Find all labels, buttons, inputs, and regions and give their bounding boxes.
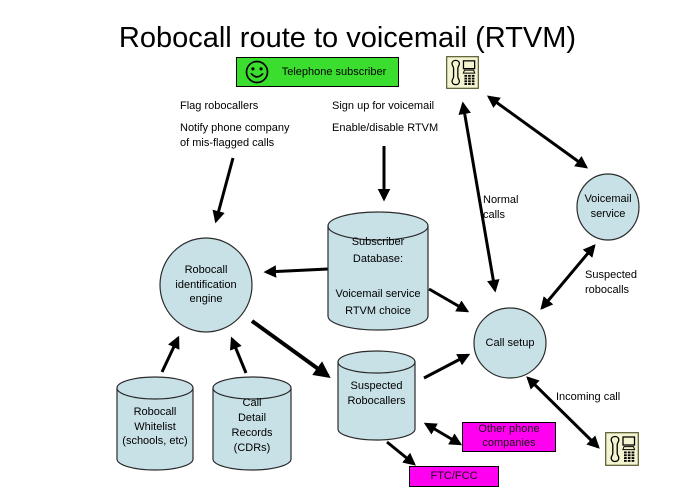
arrow-incoming-call — [526, 376, 600, 449]
telephone-subscriber-box: Telephone subscriber — [236, 57, 399, 87]
notify-phone-company-label: Notify phone company of mis-flagged call… — [180, 122, 290, 149]
ftc-fcc-box: FTC/FCC — [409, 466, 499, 487]
arrow-whitelist-to-engine — [160, 335, 180, 373]
arrow-suspected-robocallers-to-call-setup — [423, 353, 471, 380]
arrow-call-setup-to-voicemail-service — [540, 244, 596, 310]
arrow-suspected-to-other-phone-companies — [423, 422, 463, 446]
other-phone-companies-label: Other phone companies — [478, 423, 540, 449]
arrow-phone-to-voicemail-service — [486, 95, 589, 169]
suspected-robocallers-cylinder — [337, 350, 416, 441]
arrow-engine-to-suspected-robocallers — [250, 319, 331, 378]
telephone-icon-bottom — [605, 432, 639, 466]
call-detail-records-cylinder — [212, 376, 292, 471]
telephone-icon-top — [446, 56, 479, 89]
arrow-flag-robocallers-to-engine — [212, 157, 235, 224]
arrow-cdrs-to-engine — [230, 336, 248, 374]
robocall-whitelist-cylinder — [116, 376, 194, 471]
enable-disable-rtvm-label: Enable/disable RTVM — [332, 122, 439, 134]
flag-robocallers-label: Flag robocallers — [180, 100, 259, 112]
arrow-suspected-to-ftc-fcc — [386, 440, 416, 466]
subscriber-database-cylinder — [327, 211, 429, 331]
telephone-subscriber-label: Telephone subscriber — [281, 66, 387, 78]
page-title: Robocall route to voicemail (RTVM) — [118, 22, 577, 54]
arrow-subscriber-db-to-call-setup — [428, 287, 470, 313]
arrow-subscriber-db-to-engine — [263, 265, 329, 278]
other-phone-companies-box: Other phone companies — [462, 422, 556, 452]
ftc-fcc-label: FTC/FCC — [430, 469, 478, 482]
suspected-robocalls-label: Suspected robocalls — [585, 269, 637, 296]
normal-calls-label: Normal calls — [483, 194, 519, 221]
robocall-engine-circle — [159, 237, 253, 333]
incoming-call-label: Incoming call — [556, 391, 621, 403]
smiley-icon — [245, 60, 269, 84]
arrow-normal-calls — [458, 101, 500, 293]
sign-up-voicemail-label: Sign up for voicemail — [332, 100, 435, 112]
voicemail-service-circle — [576, 173, 640, 241]
call-setup-circle — [473, 307, 547, 379]
